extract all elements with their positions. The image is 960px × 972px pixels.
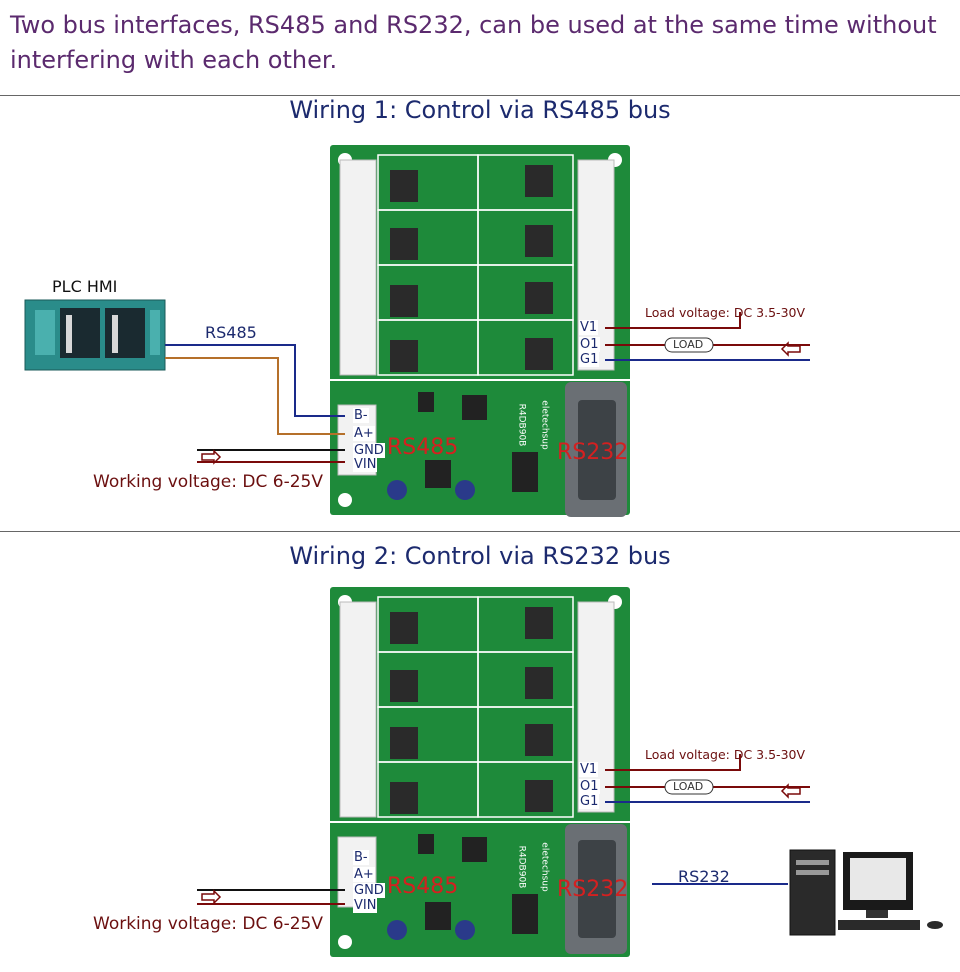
pin-g1: G1 bbox=[579, 794, 600, 809]
board-rs232-label: RS232 bbox=[557, 440, 629, 465]
wiring-diagram-1-graphic bbox=[24, 145, 810, 517]
pin-v1: V1 bbox=[579, 320, 599, 335]
pin-o1: O1 bbox=[579, 779, 600, 794]
load-label: LOAD bbox=[673, 780, 704, 793]
working-voltage-label: Working voltage: DC 6-25V bbox=[93, 472, 323, 492]
load-box bbox=[664, 337, 714, 353]
load-voltage-label: Load voltage: DC 3.5-30V bbox=[645, 747, 806, 762]
wiring-diagram-2: RS232 Working voltage: DC 6-25V Load vol… bbox=[0, 552, 960, 972]
pin-a-plus: A+ bbox=[353, 867, 375, 882]
rs485-bus-label: RS485 bbox=[205, 323, 257, 342]
load-voltage-label: Load voltage: DC 3.5-30V bbox=[645, 305, 806, 320]
working-voltage-label: Working voltage: DC 6-25V bbox=[93, 914, 323, 934]
terminal-block-right bbox=[577, 601, 615, 813]
pin-a-plus: A+ bbox=[353, 426, 375, 441]
pin-vin: VIN bbox=[353, 457, 378, 472]
board-rs485-label: RS485 bbox=[387, 874, 459, 899]
pin-b-minus: B- bbox=[353, 408, 369, 423]
terminal-block-left bbox=[339, 601, 377, 818]
pin-b-minus: B- bbox=[353, 850, 369, 865]
desktop-computer bbox=[789, 849, 943, 936]
diagram-2-title: Wiring 2: Control via RS232 bus bbox=[289, 542, 671, 570]
board-brand-label: eletechsup bbox=[539, 842, 550, 892]
diagram-1-title: Wiring 1: Control via RS485 bus bbox=[289, 96, 671, 124]
board-brand-label: eletechsup bbox=[539, 400, 550, 450]
pin-gnd: GND bbox=[353, 443, 385, 458]
plc-hmi-label: PLC HMI bbox=[52, 277, 118, 296]
rs232-bus-label: RS232 bbox=[678, 867, 730, 886]
wiring-diagram-1: PLC HMI RS485 Working voltage: DC 6-25V … bbox=[0, 110, 960, 530]
load-label: LOAD bbox=[673, 338, 704, 351]
divider-top bbox=[0, 95, 960, 96]
divider-middle bbox=[0, 531, 960, 532]
terminal-block-left bbox=[339, 159, 377, 376]
pin-o1: O1 bbox=[579, 337, 600, 352]
wiring-diagram-2-graphic bbox=[197, 587, 943, 957]
terminal-block-right bbox=[577, 159, 615, 371]
board-model-label: R4DB90B bbox=[516, 845, 527, 889]
intro-text: Two bus interfaces, RS485 and RS232, can… bbox=[10, 11, 937, 74]
board-rs232-label: RS232 bbox=[557, 877, 629, 902]
load-box bbox=[664, 779, 714, 795]
plc-hmi-device bbox=[24, 299, 166, 371]
pin-g1: G1 bbox=[579, 352, 600, 367]
pin-gnd: GND bbox=[353, 883, 385, 898]
pin-vin: VIN bbox=[353, 898, 378, 913]
pin-v1: V1 bbox=[579, 762, 599, 777]
board-rs485-label: RS485 bbox=[387, 435, 459, 460]
board-model-label: R4DB90B bbox=[516, 403, 527, 447]
